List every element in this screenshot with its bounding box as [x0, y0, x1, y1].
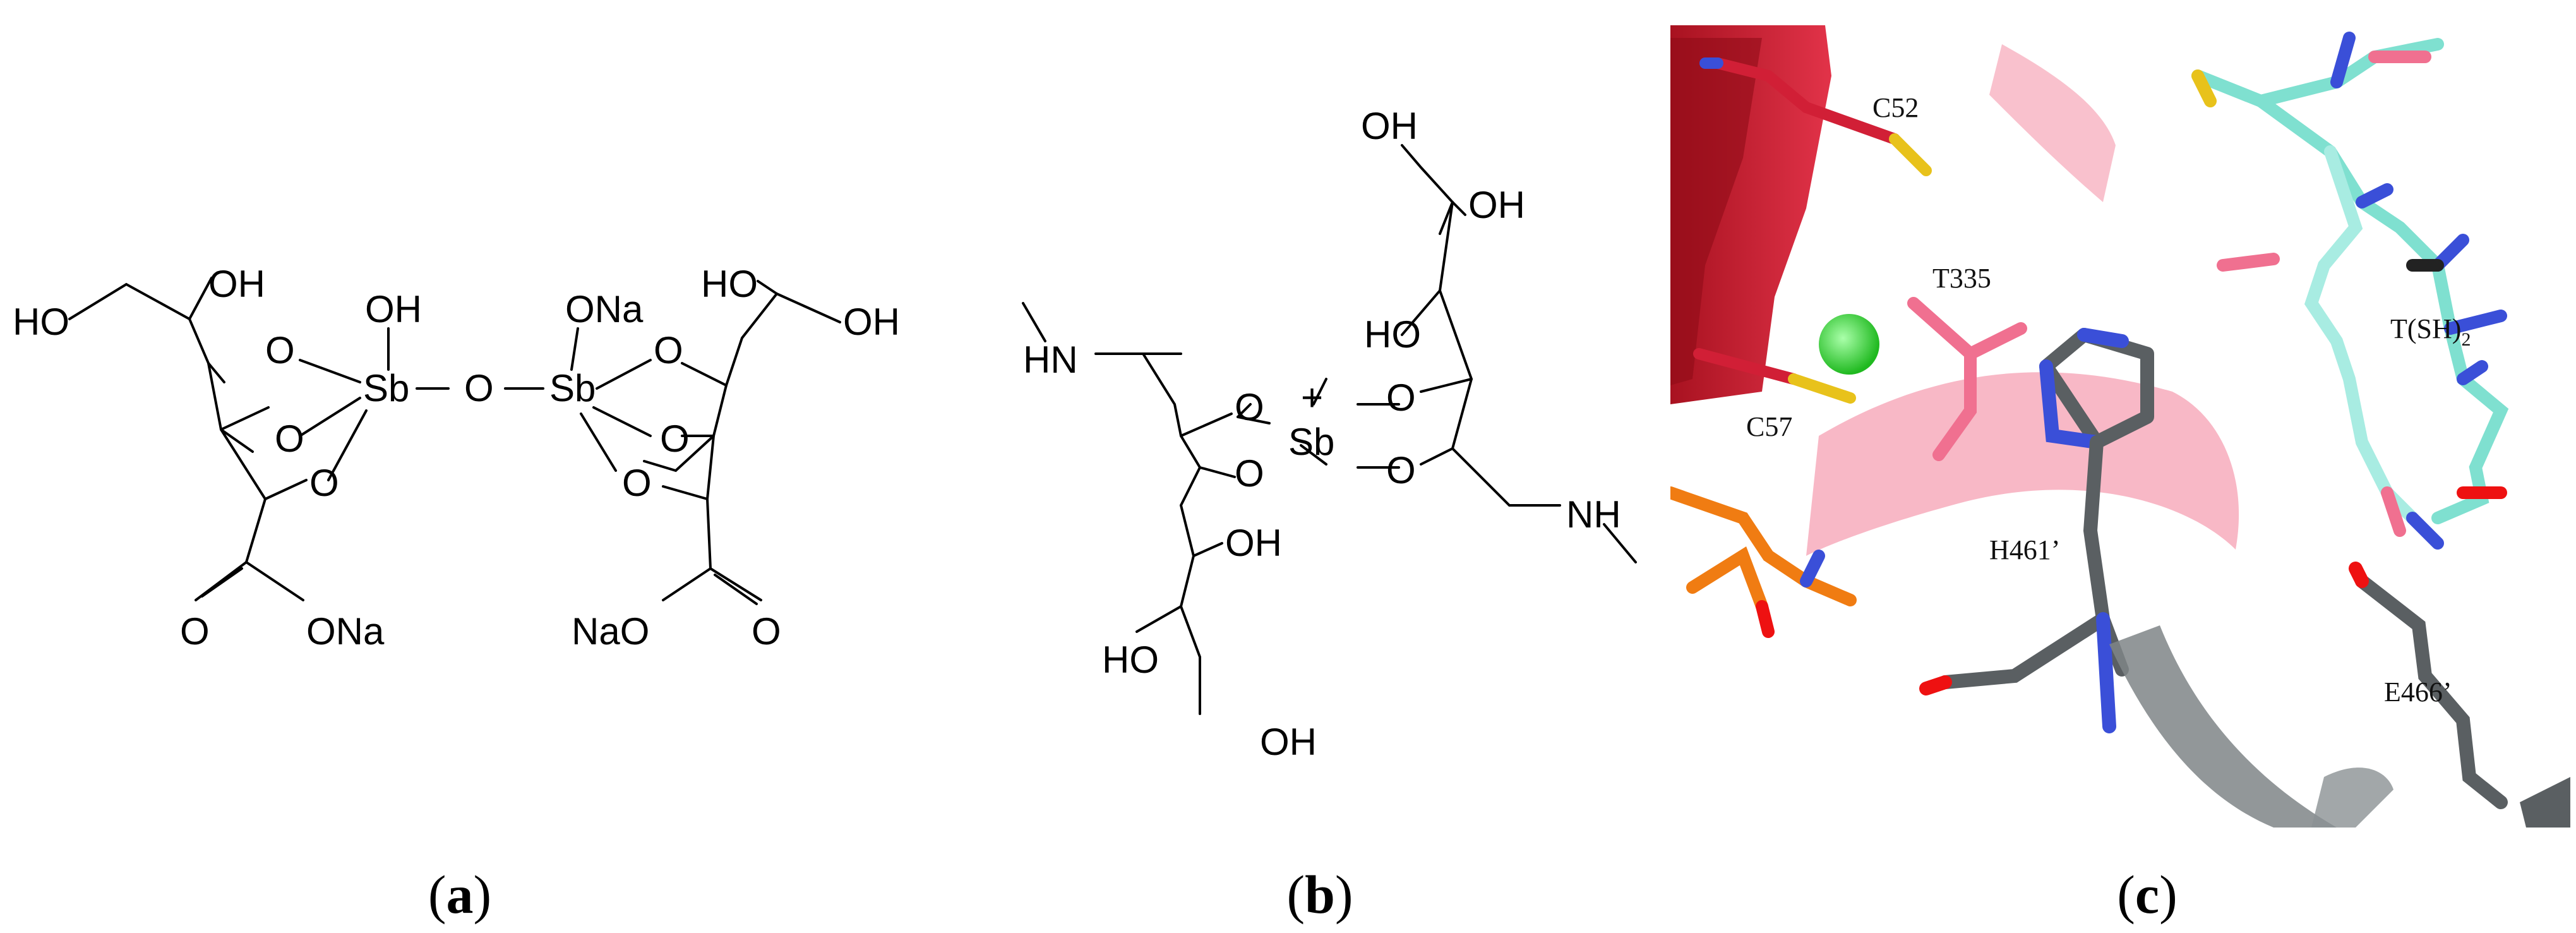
atom-ho-right: HO	[701, 263, 758, 305]
atom-o5: O	[660, 418, 690, 460]
atom-b-ho-low: HO	[1102, 639, 1159, 681]
residue-label-h461: H461’	[1989, 534, 2060, 565]
atom-b-plus: +	[1301, 376, 1323, 419]
atom-o6: O	[622, 462, 652, 504]
residue-label-e466: E466’	[2384, 677, 2452, 707]
atom-b-o3: O	[1235, 452, 1264, 495]
atom-oh-right: OH	[843, 301, 900, 343]
atom-o2: O	[275, 418, 304, 460]
atom-ona-left: ONa	[306, 610, 385, 653]
panel-label-c: (c)	[2117, 864, 2177, 925]
panel-label-a: (a)	[428, 864, 491, 925]
atom-b-oh-bottom: OH	[1260, 721, 1317, 763]
atom-sb2: Sb	[549, 367, 596, 409]
atom-sb1: Sb	[363, 367, 409, 409]
atom-o4: O	[654, 329, 683, 371]
atom-b-oh-top: OH	[1361, 105, 1418, 147]
structure-a: HO OH OH O Sb O Sb ONa HO OH O O O O O O…	[13, 263, 900, 653]
structure-c: C52 T335 C57 H461’ T(SH)2 E466’	[1670, 25, 2570, 828]
atom-b-hn: HN	[1023, 339, 1078, 381]
residue-label-tsh2: T(SH)2	[2390, 313, 2471, 350]
atom-ho-left: HO	[13, 301, 69, 343]
atom-o-carb-left: O	[180, 610, 210, 653]
metal-ion	[1819, 314, 1879, 375]
residue-label-tsh2-sub: 2	[2461, 329, 2471, 350]
residue-label-c57: C57	[1746, 411, 1792, 442]
atom-b-sb: Sb	[1288, 421, 1334, 463]
atom-oh-sb1: OH	[365, 288, 422, 330]
atom-o-carb-right: O	[752, 610, 781, 653]
atom-b-o2: O	[1386, 376, 1416, 419]
atom-b-ho-mid: HO	[1364, 313, 1421, 356]
atom-b-nh: NH	[1566, 493, 1621, 536]
atom-o1: O	[265, 329, 295, 371]
residue-label-t335: T335	[1932, 263, 1991, 294]
structure-b: OH OH HO HN O + Sb O O O NH OH HO OH	[1022, 105, 1637, 763]
atom-b-oh-top2: OH	[1468, 184, 1525, 226]
atom-b-oh-low: OH	[1225, 522, 1282, 564]
atom-oh-top: OH	[208, 263, 265, 305]
atom-o3: O	[309, 462, 339, 504]
atom-o-bridge: O	[464, 367, 494, 409]
residue-label-c52: C52	[1872, 92, 1919, 123]
atom-nao-right: NaO	[572, 610, 649, 653]
residue-label-tsh2-main: T(SH)	[2390, 313, 2461, 344]
atom-b-o4: O	[1386, 449, 1416, 491]
panel-label-b: (b)	[1286, 864, 1353, 925]
atom-b-o1: O	[1235, 386, 1264, 428]
atom-ona-top: ONa	[565, 288, 644, 330]
